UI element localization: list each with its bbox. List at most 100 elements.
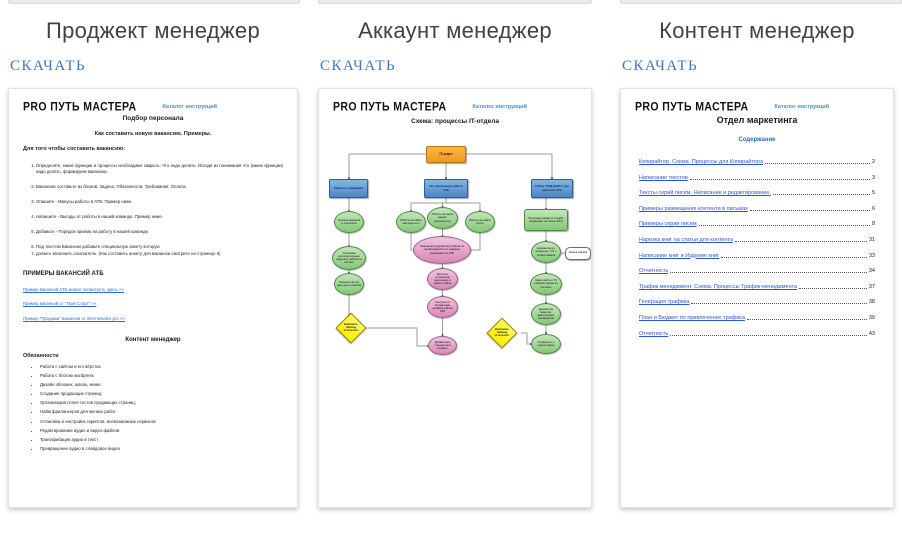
toc-label: Написание текстов — [639, 174, 688, 181]
bullet-item: Редактирование аудио и видео файлов — [40, 428, 283, 433]
toc-entry: Генерация трафика 38 — [639, 299, 875, 305]
toc-label: Копирайтер. Схема. Процессы для Копирайт… — [639, 159, 764, 165]
toc-entry: Отчетность 43 — [639, 331, 875, 337]
bullet-list: Работа с сайтом и его вёрстка Работа с б… — [23, 364, 283, 452]
toc-page: 37 — [868, 283, 875, 290]
doc-link: Пример вакансий АТБ можно посмотреть зде… — [23, 286, 125, 292]
list-item: должен заполнить соискатель. (Как состав… — [36, 251, 283, 257]
doc-department: Подбор персонала — [122, 115, 184, 122]
toc-entry: Нарезка книг на статьи для контента 31 — [639, 237, 875, 243]
doc-header: PRO ПУТЬ МАСТЕРА Каталог инструкций — [9, 89, 297, 113]
doc-logo: PRO ПУТЬ МАСТЕРА — [635, 100, 749, 114]
toc-leader — [721, 256, 867, 258]
fc-step: Перенос на 2-й дата-центр сайтов — [334, 273, 364, 295]
column-title: Проджект менеджер — [45, 18, 261, 43]
bullet-item: Дизайн обложек, шапок, меню — [40, 382, 283, 387]
list-item: Определите, какие функции и процессы нео… — [36, 163, 283, 176]
download-link[interactable]: СКАЧАТЬ — [320, 58, 397, 74]
toc-leader — [735, 240, 867, 242]
column-title: Аккаунт менеджер — [358, 18, 552, 43]
document-preview-card[interactable]: PRO ПУТЬ МАСТЕРА Каталог инструкций Подб… — [8, 88, 298, 508]
fc-callout: Заявка офлайн — [565, 247, 591, 260]
toc-label: Тексты серий писем. Написание и редактир… — [639, 190, 771, 197]
toc-page: 8 — [871, 221, 875, 228]
toc-leader — [746, 318, 867, 320]
toc-label: Трафик менеджмент. Схема. Процессы Трафи… — [639, 283, 798, 290]
list-item: Под текстом Вакансии добавьте специальну… — [36, 244, 283, 250]
toc-leader — [670, 272, 867, 274]
doc-heading: Схема: процессы IT-отдела — [411, 118, 499, 125]
section-title: Контент менеджер — [125, 336, 181, 343]
fc-node-tech-support: Тех обеспечение сайтов АТБ — [424, 179, 468, 198]
toc-page: 33 — [868, 252, 875, 259]
toc-entry: Написание книг и Издание книг 33 — [639, 253, 875, 259]
toc-label: Примеры серии писем — [639, 221, 697, 228]
toc-leader — [772, 194, 870, 196]
fc-step: Контроль и блокировка дизайна сайтов АТБ — [427, 296, 458, 318]
fc-step: Работы на сайте мастера.com — [396, 211, 426, 233]
catalog-link: Каталог инструкций — [774, 104, 830, 110]
bullet-item: Превращение аудио в слайдовое видео — [40, 446, 283, 451]
toc-label: Примеры размещения контента в письмах — [639, 205, 748, 212]
column-title: Контент менеджер — [659, 18, 855, 43]
document-preview-card[interactable]: PRO ПУТЬ МАСТЕРА Каталог инструкций Схем… — [318, 88, 592, 508]
list-item: Опишите - Минусы работы в АТБ. Пример ни… — [36, 199, 283, 205]
list-item: Добавьте - Порядок приема на работу в на… — [36, 229, 283, 235]
list-item: Вакансию составьте из блоков: Задача, Об… — [36, 184, 283, 190]
toc-leader — [689, 178, 870, 180]
toc-entry: Отчетность 34 — [639, 268, 875, 274]
doc-link: Пример вакансий от "Твой Старт" >> — [23, 301, 97, 306]
cutoff-card-edge — [8, 0, 300, 4]
fc-decision-label: Заполнить таблицу отчетности — [343, 322, 359, 332]
toc-leader — [670, 334, 867, 336]
doc-header: PRO ПУТЬ МАСТЕРА Каталог инструкций — [621, 89, 893, 113]
download-link[interactable]: СКАЧАТЬ — [622, 58, 699, 74]
duties-heading: Обязанности — [23, 352, 59, 359]
toc-entry: План и Бюджет по привлечению трафика 39 — [639, 315, 875, 321]
fc-step: Техника доменов и хостингов — [334, 211, 364, 233]
doc-link: Пример "Продажи" вакансии от internetsal… — [23, 315, 125, 321]
examples-heading: ПРИМЕРЫ ВАКАНСИЙ АТБ — [23, 271, 104, 277]
catalog-column-project: Проджект менеджер СКАЧАТЬ PRO ПУТЬ МАСТЕ… — [8, 0, 298, 508]
doc-logo: PRO ПУТЬ МАСТЕРА — [23, 100, 137, 114]
bullet-item: Работа с сайтом и его вёрстка — [40, 364, 283, 369]
fc-step: Заказ сайта и ТЗ разработчикам на хостин… — [530, 273, 562, 295]
doc-logo: PRO ПУТЬ МАСТЕРА — [333, 100, 447, 114]
toc-entry: Тексты серий писем. Написание и редактир… — [639, 190, 875, 196]
bullet-item: Транскрибация аудио в текст — [40, 437, 283, 442]
document-preview-card[interactable]: PRO ПУТЬ МАСТЕРА Каталог инструкций Отде… — [620, 88, 894, 508]
toc-label: План и Бюджет по привлечению трафика — [639, 314, 745, 321]
bullet-item: Организация сплит-тестов продающих стран… — [40, 400, 283, 405]
download-link[interactable]: СКАЧАТЬ — [10, 58, 87, 74]
flowchart: IT-отдел Работы с серверами Тех обеспече… — [319, 89, 591, 507]
toc-label: Нарезка книг на статьи для контента — [639, 236, 734, 243]
toc-entry: Копирайтер. Схема. Процессы для Копирайт… — [639, 159, 875, 165]
fc-step: Доработка макетов, фактических материало… — [531, 303, 561, 325]
toc-leader — [799, 287, 867, 289]
toc-page: 31 — [868, 236, 875, 243]
doc-body: Подбор персонала Как составить новую вак… — [9, 115, 297, 451]
toc-page: 5 — [871, 190, 875, 197]
bullet-item: Работа с блогом wordpress — [40, 373, 283, 378]
toc-leader — [765, 163, 870, 164]
doc-heading: Как составить новую вакансию. Примеры. — [94, 131, 212, 137]
toc-entry: Примеры серии писем 8 — [639, 221, 875, 227]
fc-step: Работы на сайте умный-ребенок.com — [427, 207, 458, 229]
fc-decision-label: Заполнить таблицу отчетности — [494, 327, 510, 337]
fc-step: Готовность и сдача заказа — [531, 334, 561, 354]
fc-step: Работы на сайте атб.ru — [465, 211, 495, 233]
toc-page: 39 — [868, 314, 875, 321]
toc-entry: Трафик менеджмент. Схема. Процессы Трафи… — [639, 284, 875, 290]
catalog-link: Каталог инструкций — [162, 104, 218, 110]
toc-page: 6 — [871, 205, 875, 212]
fc-node-turnkey-sites: Сайты "ПОД КЛЮЧ" для клиентов АТБ — [531, 179, 573, 198]
doc-header: PRO ПУТЬ МАСТЕРА Каталог инструкций — [319, 89, 591, 113]
doc-intro: Для того чтобы составить вакансию: — [23, 146, 126, 152]
toc-entry: Написание текстов 3 — [639, 175, 875, 181]
catalog-column-content: Контент менеджер СКАЧАТЬ PRO ПУТЬ МАСТЕР… — [620, 0, 894, 508]
fc-node-servers: Работы с серверами — [329, 179, 368, 198]
fc-step: Получаем заявку в Службу поддержки на за… — [524, 209, 568, 231]
fc-node-it-dept: IT-отдел — [426, 146, 466, 163]
toc-page: 3 — [871, 174, 875, 181]
toc-heading: Содержание — [738, 137, 776, 143]
